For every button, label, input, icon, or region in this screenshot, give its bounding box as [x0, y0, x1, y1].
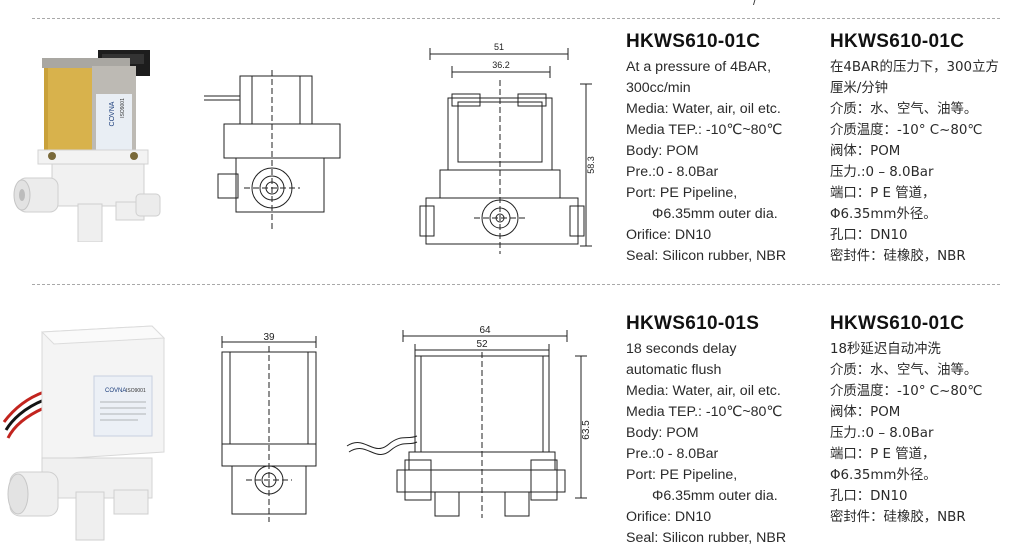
- divider-middle: [32, 284, 1000, 285]
- dim-width-label: 39: [263, 332, 275, 343]
- spec-line: Media: Water, air, oil etc.: [626, 101, 781, 117]
- dim-inner-label: 36.2: [492, 60, 510, 70]
- spec-line: Seal: Silicon rubber, NBR: [626, 530, 787, 546]
- spec-line: Pre.:0 - 8.0Bar: [626, 446, 719, 462]
- model-title: HKWS610-01C: [830, 313, 965, 334]
- spec-line: Orifice: DN10: [626, 227, 712, 243]
- spec-chinese-2: HKWS610-01C 18秒延迟自动冲洗 介质：水、空气、油等。 介质温度：-…: [830, 312, 982, 528]
- front-view-drawing-2: 64 52 63.5: [345, 322, 600, 522]
- spec-line: Media TEP.: -10℃~80℃: [626, 404, 783, 420]
- spec-line: 介质：水、空气、油等。: [830, 102, 978, 117]
- spec-line: 阀体：POM: [830, 405, 901, 420]
- spec-english-2: HKWS610-01S 18 seconds delay automatic f…: [626, 312, 786, 549]
- spec-line: 18秒延迟自动冲洗: [830, 342, 941, 357]
- spec-line: Body: POM: [626, 143, 699, 159]
- spec-line: Orifice: DN10: [626, 509, 712, 525]
- photo-brand-label: COVNA: [105, 388, 126, 394]
- photo-iso-label: ISO9001: [126, 388, 146, 394]
- spec-line: Pre.:0 - 8.0Bar: [626, 164, 719, 180]
- spec-line: Media: Water, air, oil etc.: [626, 383, 781, 399]
- spec-line: 端口：P E 管道，: [830, 186, 936, 201]
- spec-line: Port: PE Pipeline,: [626, 185, 738, 201]
- side-view-drawing-1: [196, 70, 366, 240]
- model-title: HKWS610-01S: [626, 313, 760, 334]
- spec-line: 密封件：硅橡胶，NBR: [830, 249, 966, 264]
- side-view-drawing-2: 39: [208, 330, 338, 526]
- spec-line: 阀体：POM: [830, 144, 901, 159]
- divider-top: [32, 18, 1000, 19]
- spec-line: 孔口：DN10: [830, 489, 908, 504]
- spec-line: automatic flush: [626, 362, 722, 378]
- dim-width-label: 64: [479, 325, 491, 336]
- spec-line: 在4BAR的压力下，300立方: [830, 60, 999, 75]
- spec-line: Φ6.35mm outer dia.: [652, 206, 778, 222]
- dim-height-label: 63.5: [581, 420, 592, 440]
- spec-line: Port: PE Pipeline,: [626, 467, 738, 483]
- model-title: HKWS610-01C: [830, 31, 965, 52]
- spec-line: Φ6.35mm outer dia.: [652, 488, 778, 504]
- valve-photo-2: COVNA ISO9001: [2, 322, 172, 542]
- spec-line: Body: POM: [626, 425, 699, 441]
- spec-line: 介质温度：-10° C~80℃: [830, 384, 983, 399]
- spec-english-1: HKWS610-01C At a pressure of 4BAR, 300cc…: [626, 30, 786, 267]
- spec-line: 18 seconds delay: [626, 341, 737, 357]
- spec-line: Φ6.35mm外径。: [830, 207, 937, 222]
- spec-line: 压力.:0 – 8.0Bar: [830, 165, 934, 180]
- front-view-drawing-1: 51 36.2 58.3: [418, 40, 598, 260]
- spec-line: 压力.:0 – 8.0Bar: [830, 426, 934, 441]
- spec-chinese-1: HKWS610-01C 在4BAR的压力下，300立方 厘米/分钟 介质：水、空…: [830, 30, 999, 267]
- valve-photo-1: COVNA ISO9001: [12, 46, 172, 242]
- photo-brand-label: COVNA: [109, 101, 116, 126]
- spec-line: 端口：P E 管道，: [830, 447, 936, 462]
- top-mark: /: [753, 0, 757, 8]
- photo-iso-label: ISO9001: [120, 98, 126, 118]
- dim-width-label: 51: [494, 42, 504, 52]
- dim-inner-label: 52: [476, 339, 488, 350]
- spec-line: At a pressure of 4BAR,: [626, 59, 772, 75]
- spec-line: Media TEP.: -10℃~80℃: [626, 122, 783, 138]
- spec-line: 密封件：硅橡胶，NBR: [830, 510, 966, 525]
- dim-height-label: 58.3: [586, 156, 596, 174]
- spec-line: 厘米/分钟: [830, 81, 889, 96]
- spec-line: 介质：水、空气、油等。: [830, 363, 978, 378]
- model-title: HKWS610-01C: [626, 31, 761, 52]
- spec-line: Seal: Silicon rubber, NBR: [626, 248, 787, 264]
- spec-line: 介质温度：-10° C~80℃: [830, 123, 983, 138]
- spec-line: Φ6.35mm外径。: [830, 468, 937, 483]
- spec-line: 300cc/min: [626, 80, 691, 96]
- spec-line: 孔口：DN10: [830, 228, 908, 243]
